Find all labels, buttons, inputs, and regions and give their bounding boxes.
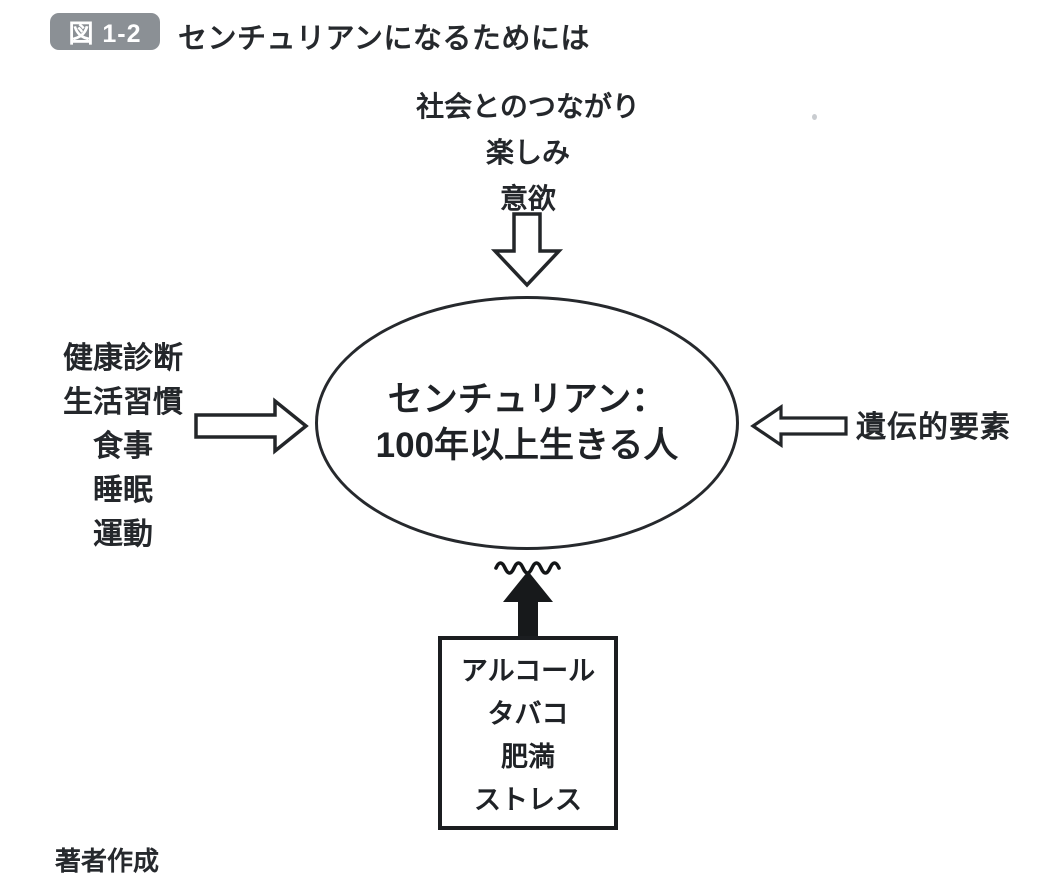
right-hollow-arrow-icon [194,397,309,455]
left-hollow-arrow-icon [750,404,848,448]
left-factors-list: 健康診断 生活習慣 食事 睡眠 運動 [28,337,218,557]
scan-speck-dot [812,114,817,120]
negative-factor-line: 肥満 [501,742,555,772]
centurion-ellipse: センチュリアン： 100年以上生きる人 [315,296,739,550]
top-factor-line: 意欲 [499,183,556,214]
ellipse-line-1: センチュリアン： [387,380,667,419]
left-factor-line: 食事 [93,430,153,463]
left-factor-line: 運動 [93,518,153,551]
left-factor-line: 睡眠 [93,474,153,507]
author-caption: 著者作成 [55,846,160,876]
negative-factor-line: ストレス [474,785,582,815]
figure-title: センチュリアンになるためには [178,23,590,55]
left-factor-line: 生活習慣 [63,386,183,419]
top-factor-line: 社会とのつながり [416,91,640,122]
ellipse-line-2: 100年以上生きる人 [375,426,679,465]
up-solid-arrow-icon [503,571,553,640]
genetic-factor-label: 遺伝的要素 [856,411,1011,444]
negative-factor-line: タバコ [487,699,569,729]
negative-factors-box: アルコール タバコ 肥満 ストレス [438,636,618,830]
top-factors-list: 社会とのつながり 楽しみ 意欲 [348,84,708,222]
left-factor-line: 健康診断 [63,342,183,375]
negative-factor-line: アルコール [460,656,596,686]
top-factor-line: 楽しみ [485,137,570,168]
down-hollow-arrow-icon [490,212,564,288]
figure-number-badge: 図 1-2 [50,13,160,50]
